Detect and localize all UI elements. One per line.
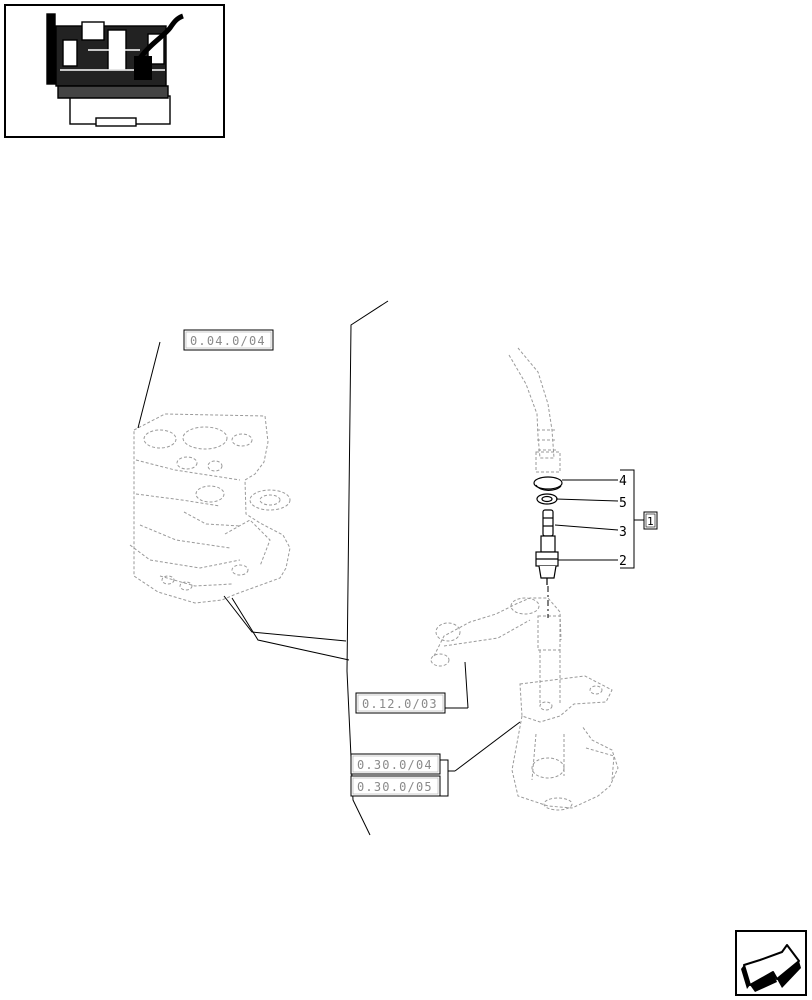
engine-thumbnail-icon <box>4 4 225 138</box>
callout-part-2: 2 <box>619 554 627 569</box>
reference-box-cylinder-block[interactable]: 0.04.0/04 <box>183 329 274 351</box>
section-break-line <box>346 300 389 836</box>
fitting-union <box>535 551 559 585</box>
previous-page-arrow-icon[interactable] <box>735 930 807 996</box>
callout-part-3: 3 <box>619 525 627 540</box>
oil-dipstick-tube <box>508 347 561 473</box>
reference-box-support-b[interactable]: 0.30.0/05 <box>350 775 441 797</box>
kit-callout-box: 1 <box>643 511 658 530</box>
callout-part-4: 4 <box>619 474 627 489</box>
reference-code: 0.30.0/05 <box>357 780 433 794</box>
reference-bracket <box>440 759 455 797</box>
callout-leaders <box>137 341 644 772</box>
reference-code: 0.04.0/04 <box>190 334 266 348</box>
cylinder-block-outline <box>129 413 291 604</box>
reference-box-oil-pump[interactable]: 0.12.0/03 <box>355 692 468 714</box>
reference-code: 0.30.0/04 <box>357 758 433 772</box>
callout-part-5: 5 <box>619 496 627 511</box>
pump-shaft <box>540 509 556 553</box>
snap-ring <box>533 476 563 491</box>
reference-code: 0.12.0/03 <box>362 697 438 711</box>
oil-pump-outline <box>430 597 619 811</box>
callout-labels: 4 5 3 2 <box>619 474 627 569</box>
o-ring <box>536 493 558 505</box>
callout-kit: 1 <box>647 515 654 528</box>
reference-box-support-a[interactable]: 0.30.0/04 <box>350 753 441 775</box>
